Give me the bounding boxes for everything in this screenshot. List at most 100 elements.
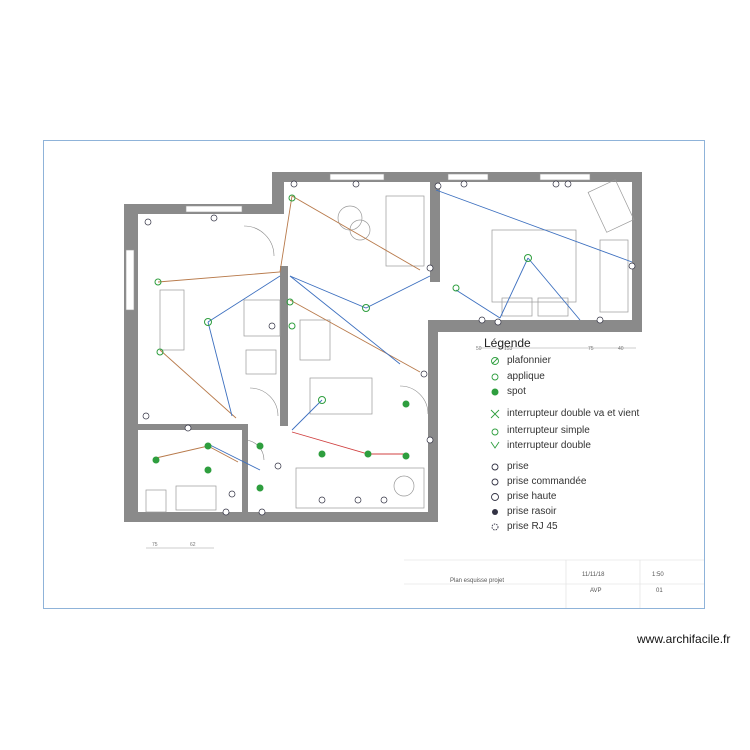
dim-4: 40 (618, 346, 624, 352)
legend-title: Légende (484, 336, 531, 350)
razor-socket-icon (228, 490, 236, 498)
cabinet (243, 299, 281, 337)
cartouche-phase: AVP (590, 588, 602, 594)
socket-icon (184, 424, 192, 432)
rj45-socket-icon (491, 523, 499, 531)
circuits (155, 189, 633, 471)
circuit-blue-8 (455, 289, 501, 319)
socket-icon (290, 180, 298, 188)
socket-icon (426, 264, 434, 272)
socket-icon (318, 496, 326, 504)
legend-label-socket: prise (507, 461, 529, 472)
socket-icon (352, 180, 360, 188)
cartouche-date: 11/11/18 (582, 572, 605, 578)
dining-table (309, 377, 373, 415)
legend-label-switched-socket: prise commandée (507, 476, 587, 487)
spot-icon (152, 456, 160, 464)
wall-east-lower (428, 320, 438, 520)
switch-double-icon (490, 441, 500, 449)
dimensions-bottom-left: 75 62 (146, 542, 214, 549)
wall-east (632, 172, 642, 332)
circuit-red-1 (291, 431, 406, 455)
socket-icon (144, 218, 152, 226)
dim-3: 75 (588, 346, 594, 352)
socket-icon (380, 496, 388, 504)
applique-icon (288, 322, 296, 330)
spot-icon (204, 466, 212, 474)
socket-icon (258, 508, 266, 516)
legend-label-high-socket: prise haute (507, 491, 557, 502)
socket-icon (274, 462, 282, 470)
socket-icon (628, 262, 636, 270)
socket-icon (354, 496, 362, 504)
razor-socket-icon (492, 509, 498, 515)
circuit-blue-2 (207, 321, 233, 417)
spot-icon (402, 400, 410, 408)
legend-label-applique: applique (507, 371, 545, 382)
socket-icon (564, 180, 572, 188)
spot-icon (318, 450, 326, 458)
high-socket-icon (491, 493, 499, 501)
plafonnier-icon (318, 396, 326, 404)
legend-label-plafonnier: plafonnier (507, 355, 551, 366)
switched-socket-icon (491, 478, 499, 486)
cartouche-sheet: 01 (656, 588, 663, 594)
dim-6: 62 (190, 542, 196, 548)
spot-icon (402, 452, 410, 460)
window-5 (125, 249, 135, 311)
legend-label-razor-socket: prise rasoir (507, 506, 557, 517)
socket-icon (222, 508, 230, 516)
legend-label-rj45-socket: prise RJ 45 (507, 521, 558, 532)
window-2 (329, 173, 385, 181)
doors (243, 225, 429, 461)
fixtures-sockets (142, 180, 636, 516)
legend-label-switch-simple: interrupteur simple (507, 425, 590, 436)
applique-icon (452, 284, 460, 292)
circuit-brown-2 (159, 349, 237, 419)
shelf (159, 289, 185, 351)
cartouche-scale: 1:50 (652, 572, 664, 578)
spot-icon (364, 450, 372, 458)
spot-icon (256, 484, 264, 492)
applique-icon (154, 278, 162, 286)
dim-2: 153 (504, 346, 513, 352)
bathtub (175, 485, 217, 511)
dimensions-top-right: 50 153 75 40 (476, 346, 636, 352)
spot-icon (256, 442, 264, 450)
wall-bath (138, 424, 248, 430)
windows (125, 173, 591, 311)
plafonnier-icon (524, 254, 532, 262)
circuit-brown-4 (155, 445, 239, 463)
applique-icon (288, 194, 296, 202)
socket-icon (142, 412, 150, 420)
kitchen-counter (295, 467, 425, 509)
furniture (145, 179, 635, 513)
circuit-brown-3 (289, 299, 421, 373)
fixtures-ceiling (154, 194, 532, 404)
watermark[interactable]: www.archifacile.fr (637, 632, 731, 646)
socket-icon (210, 214, 218, 222)
legend-symbols (490, 357, 500, 531)
legend-label-switch-double-two-way: interrupteur double va et vient (507, 408, 640, 419)
socket-icon (494, 318, 502, 326)
circuit-brown-1 (157, 195, 421, 283)
applique-icon (491, 373, 499, 381)
circuit-blue-3 (289, 275, 431, 309)
applique-icon (286, 298, 294, 306)
socket-icon (426, 436, 434, 444)
wall-center (280, 266, 288, 426)
socket-icon (434, 182, 442, 190)
dim-1: 50 (476, 346, 482, 352)
wall-south (124, 512, 438, 522)
socket-icon (596, 316, 604, 324)
socket-icon (552, 180, 560, 188)
nightstand-2 (537, 297, 569, 317)
circuit-blue-1 (207, 275, 281, 323)
spot-icon (204, 442, 212, 450)
wardrobe (599, 239, 629, 313)
spot-icon (491, 388, 499, 396)
window-4 (539, 173, 591, 181)
walls (124, 172, 642, 522)
window-3 (447, 173, 489, 181)
